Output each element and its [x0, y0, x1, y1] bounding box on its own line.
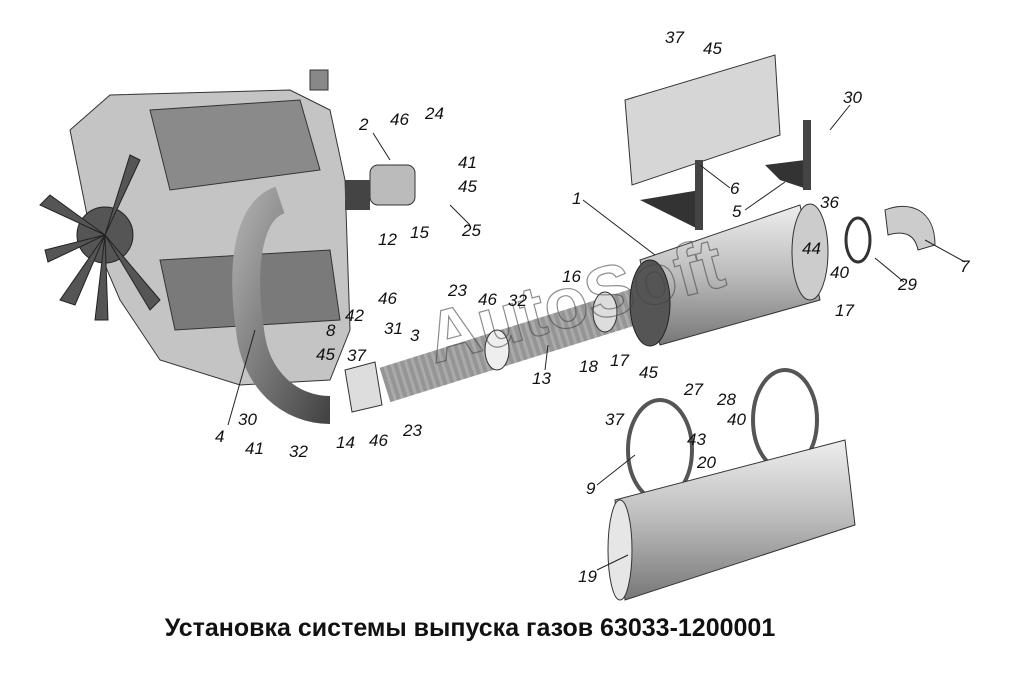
callout: 25: [461, 221, 481, 240]
callout: 15: [410, 223, 429, 242]
callout: 28: [716, 390, 736, 409]
callout: 1: [572, 189, 581, 208]
callout: 13: [532, 369, 551, 388]
callout: 9: [586, 479, 596, 498]
callout: 40: [727, 410, 746, 429]
callout: 37: [605, 410, 624, 429]
muffler-1: [629, 203, 829, 347]
callout: 46: [390, 110, 409, 129]
callout: 31: [384, 319, 403, 338]
callout: 37: [665, 28, 684, 47]
callout: 43: [687, 430, 706, 449]
callout: 40: [830, 263, 849, 282]
callout: 8: [326, 321, 336, 340]
watermark: AutoSoft: [418, 223, 732, 379]
callout: 23: [402, 421, 422, 440]
callout: 32: [508, 291, 527, 310]
heat-shield: [624, 54, 781, 186]
elbow-7: [884, 205, 936, 251]
callout: 29: [897, 275, 917, 294]
callout: 32: [289, 442, 308, 461]
flange-14: [344, 361, 383, 413]
fan: [39, 154, 161, 321]
callout: 46: [478, 290, 497, 309]
callout: 18: [579, 357, 598, 376]
callout: 5: [732, 202, 742, 221]
bracket-5: [765, 160, 810, 190]
callout: 42: [345, 306, 364, 325]
clamp-40: [844, 216, 872, 264]
callout: 24: [424, 104, 444, 123]
diagram-title: Установка системы выпуска газов 63033-12…: [164, 614, 776, 642]
callout: 3: [410, 326, 420, 345]
callout: 17: [610, 351, 629, 370]
callout: 37: [347, 346, 366, 365]
exhaust-pipe-4: [232, 186, 331, 424]
callout: 41: [245, 439, 264, 458]
callout: 14: [336, 433, 355, 452]
leader-lines: [227, 104, 966, 571]
callout: 30: [238, 410, 257, 429]
callout: 2: [358, 115, 369, 134]
callout: 27: [683, 380, 703, 399]
callout: 16: [562, 267, 581, 286]
callout: 23: [447, 281, 467, 300]
engine: [39, 69, 351, 386]
bracket-6: [640, 190, 700, 230]
callout: 20: [696, 453, 716, 472]
callout: 30: [843, 88, 862, 107]
callout: 46: [369, 431, 388, 450]
callout: 17: [835, 301, 854, 320]
cover-19: [614, 439, 856, 601]
flange-12: [345, 180, 370, 210]
callout: 45: [316, 345, 335, 364]
callout-labels: 37 45 30 2 46 24 41 45 25 12 15 1 6 5 36…: [215, 28, 970, 586]
callout: 41: [458, 153, 477, 172]
callout: 12: [378, 230, 397, 249]
callout: 7: [960, 257, 970, 276]
callout: 45: [639, 363, 658, 382]
outlet-elbow-2: [369, 164, 416, 206]
callout: 4: [215, 427, 224, 446]
callout: 36: [820, 193, 839, 212]
callout: 44: [802, 239, 821, 258]
callout: 45: [703, 39, 722, 58]
callout: 46: [378, 289, 397, 308]
callout: 45: [458, 177, 477, 196]
callout: 19: [578, 567, 597, 586]
callout: 6: [730, 179, 740, 198]
